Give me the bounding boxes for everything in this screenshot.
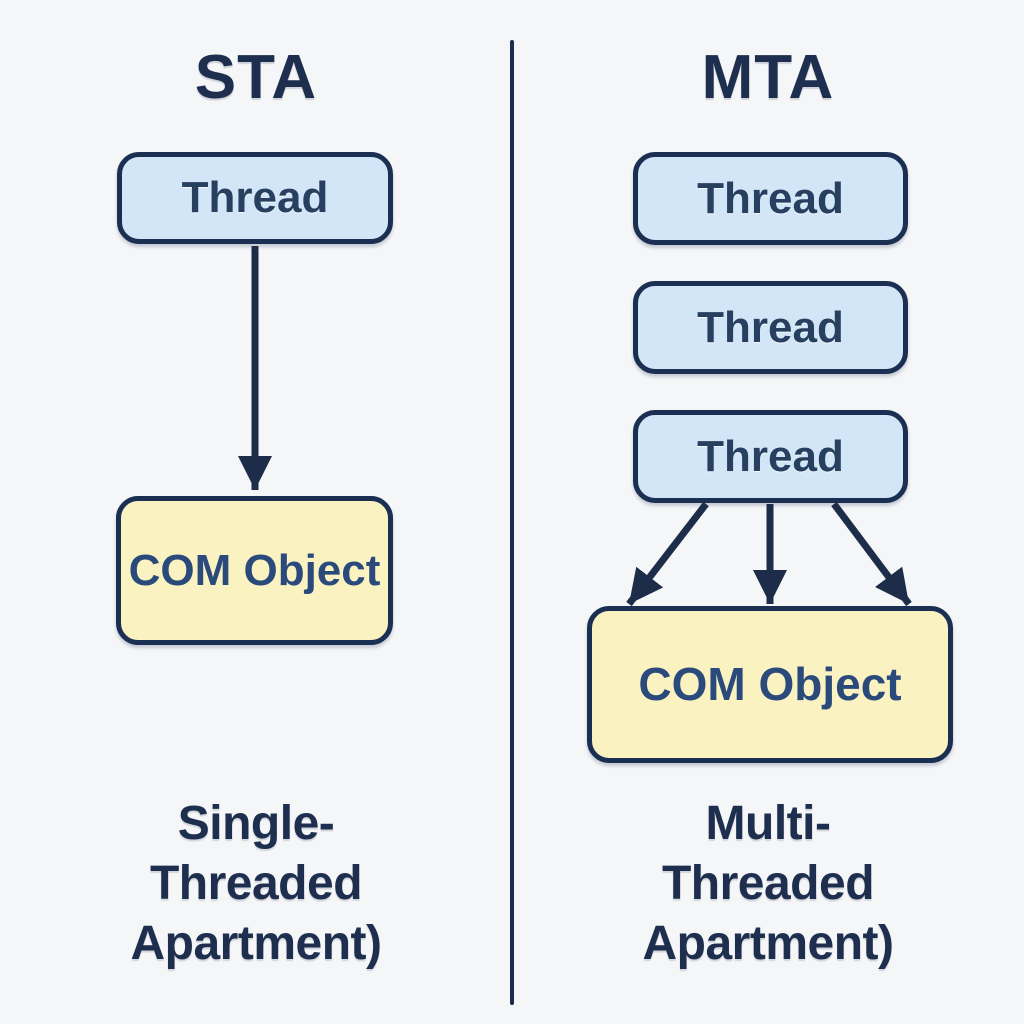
sta-thread-label: Thread — [181, 173, 329, 222]
sta-panel-title: STA — [194, 43, 318, 112]
mta-panel-title: MTA — [701, 43, 835, 112]
mta-caption-line3: Apartment) — [642, 917, 894, 970]
sta-com-object-label: COM Object — [129, 543, 381, 598]
mta-thread-box-3: Thread — [633, 410, 908, 503]
mta-com-object-box: COM Object — [587, 606, 953, 763]
mta-caption-line1: Multi- — [705, 797, 831, 850]
mta-caption: Multi- Threaded Apartment) — [512, 794, 1024, 974]
sta-com-object-box: COM Object — [116, 496, 393, 645]
panel-divider-line — [510, 40, 514, 1005]
sta-com-line1: COM — [128, 546, 232, 595]
sta-thread-box: Thread — [117, 152, 393, 244]
mta-thread-label-2: Thread — [697, 302, 844, 352]
sta-caption-line1: Single- — [177, 797, 335, 850]
mta-com-line2: Object — [758, 658, 902, 710]
mta-arrow-right-icon — [831, 501, 912, 607]
mta-com-object-label: COM Object — [638, 656, 901, 713]
sta-com-line2: Object — [243, 546, 381, 595]
sta-caption: Single- Threaded Apartment) — [0, 794, 512, 974]
mta-thread-label-1: Thread — [697, 173, 844, 223]
mta-com-line1: COM — [638, 658, 746, 710]
mta-thread-box-2: Thread — [633, 281, 908, 374]
mta-thread-box-1: Thread — [633, 152, 908, 245]
mta-thread-label-3: Thread — [697, 431, 844, 481]
mta-arrow-left-icon — [626, 501, 709, 607]
sta-caption-line2: Threaded — [149, 857, 363, 910]
sta-caption-line3: Apartment) — [130, 917, 382, 970]
mta-caption-line2: Threaded — [661, 857, 875, 910]
